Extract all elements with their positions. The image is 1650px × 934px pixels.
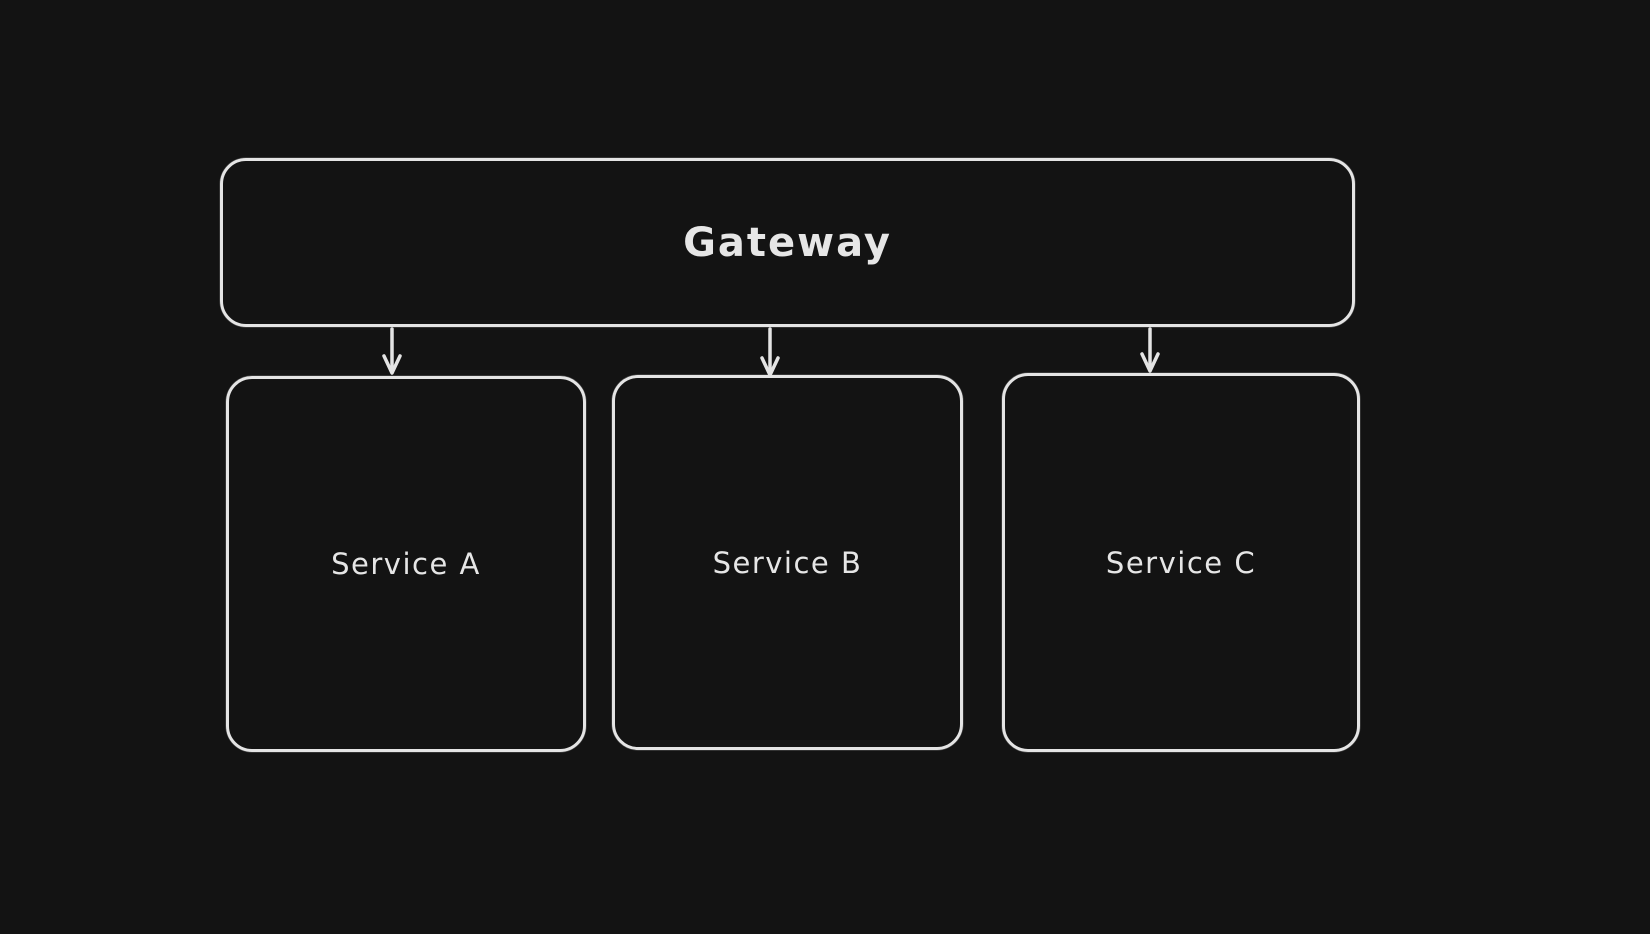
service-c-node[interactable]: Service C [1002,373,1360,752]
service-b-node[interactable]: Service B [612,375,963,750]
arrow-gateway-to-service-b[interactable] [760,327,780,377]
service-a-label: Service A [331,547,481,581]
gateway-label: Gateway [683,219,892,266]
service-b-label: Service B [712,545,863,580]
arrow-gateway-to-service-c[interactable] [1140,327,1160,373]
service-a-node[interactable]: Service A [226,376,586,752]
service-c-label: Service C [1105,545,1257,580]
gateway-node[interactable]: Gateway [220,158,1355,327]
arrow-gateway-to-service-a[interactable] [382,327,402,375]
